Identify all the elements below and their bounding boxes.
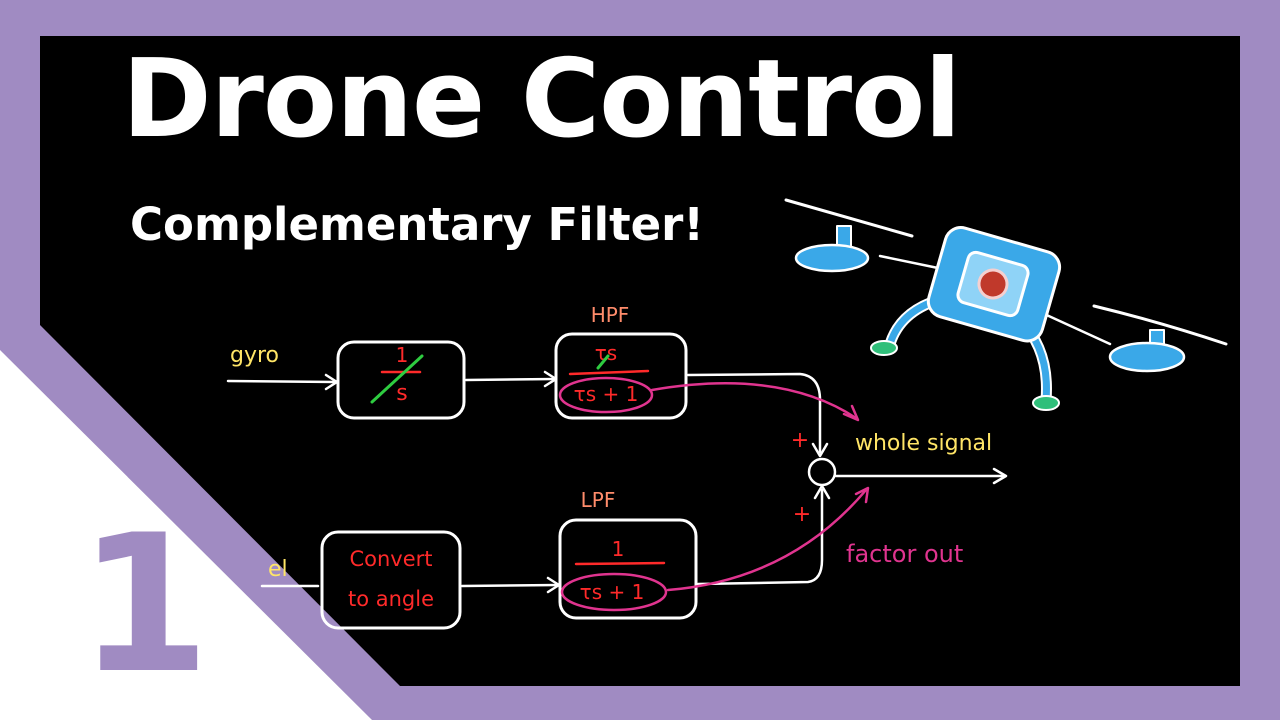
video-subtitle: Complementary Filter! [130, 198, 704, 251]
sum-plus-bottom: + [793, 502, 811, 527]
integrator-denominator: s [396, 381, 407, 406]
motor-left-icon [794, 243, 870, 273]
propeller-left-icon [784, 198, 914, 238]
gyro-label: gyro [230, 343, 279, 368]
integrator-block [336, 340, 466, 420]
lpf-block [558, 518, 698, 620]
propeller-right-icon [1092, 304, 1228, 346]
block-diagram: gyro 1 s HPF τs τs + 1 el Convert to ang… [226, 303, 1008, 630]
white-corner [0, 350, 372, 720]
video-title: Drone Control [122, 37, 961, 162]
drone-illustration [784, 198, 1228, 411]
convert-line1: Convert [349, 547, 432, 571]
lpf-numerator: 1 [612, 537, 625, 561]
whole-signal-annotation: whole signal [855, 431, 992, 456]
sum-plus-top: + [791, 428, 809, 453]
landing-foot-icon [1032, 395, 1060, 411]
hpf-denominator: τs + 1 [574, 382, 639, 406]
lpf-label: LPF [581, 488, 616, 512]
lpf-denominator: τs + 1 [580, 580, 645, 604]
cancel-strike [370, 354, 424, 404]
blackboard [40, 36, 1240, 686]
integrator-numerator: 1 [396, 343, 409, 367]
hpf-numerator: τs [595, 341, 617, 365]
motor-right-icon [1108, 341, 1186, 373]
summing-junction [807, 457, 837, 487]
factor-out-annotation: factor out [846, 540, 963, 568]
hpf-label: HPF [591, 303, 630, 327]
accel-label: el [268, 557, 288, 582]
hpf-block [554, 332, 688, 420]
episode-number: 1 [78, 494, 211, 715]
camera-icon [977, 268, 1009, 300]
convert-block [320, 530, 462, 630]
convert-line2: to angle [348, 587, 434, 611]
landing-foot-icon [870, 340, 898, 356]
